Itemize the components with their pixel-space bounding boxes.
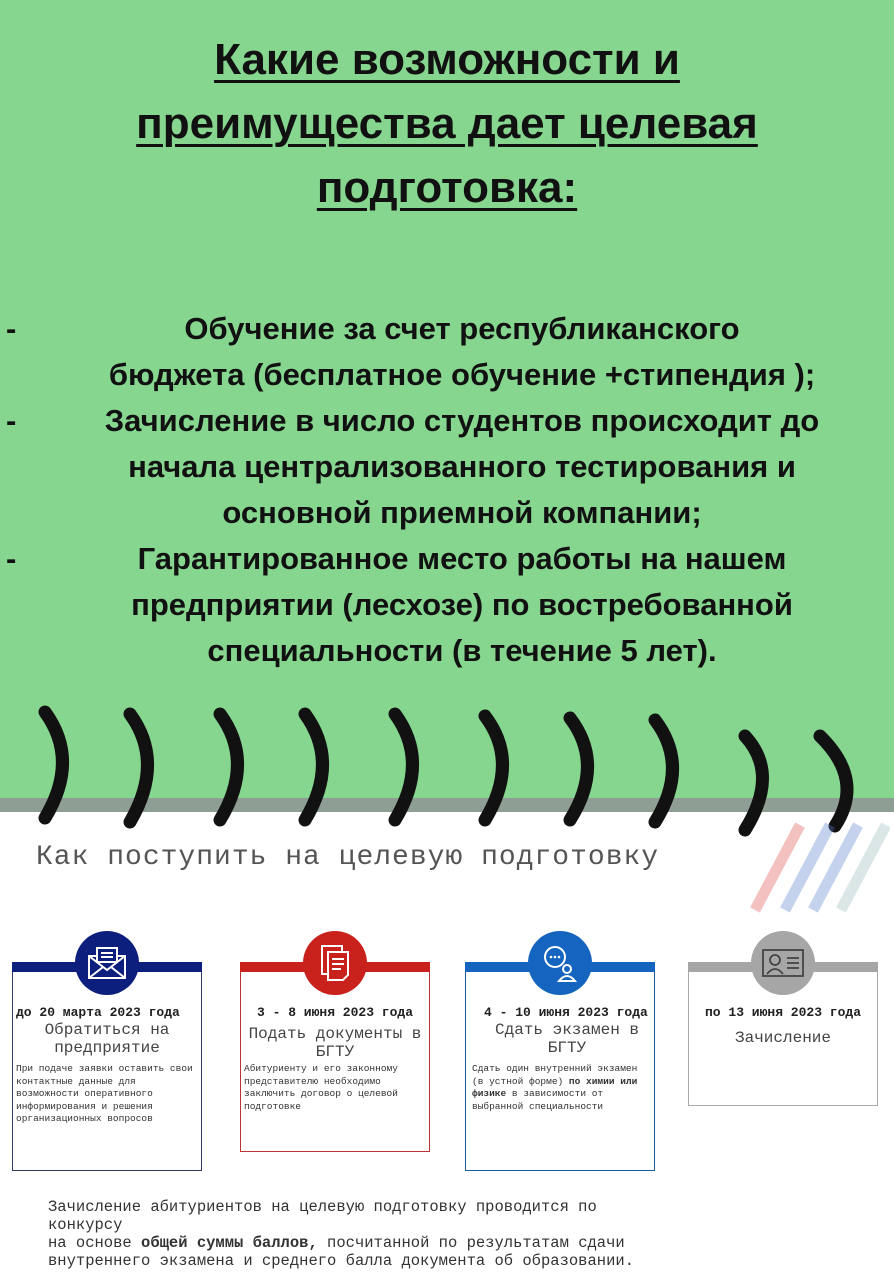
step-card-2: 3 - 8 июня 2023 года Подать документы в …	[240, 931, 430, 1152]
card-step: Обратиться на предприятие	[44, 1021, 170, 1057]
card-date: 4 - 10 июня 2023 года	[484, 1005, 648, 1020]
footer-line: на основе общей суммы баллов, посчитанно…	[48, 1234, 634, 1252]
id-card-icon	[751, 931, 815, 995]
footer-note: Зачисление абитуриентов на целевую подго…	[48, 1198, 634, 1270]
benefits-list: - Обучение за счет республиканского бюджет…	[0, 306, 894, 674]
step-card-3: 4 - 10 июня 2023 года Сдать экзамен в БГ…	[465, 931, 655, 1171]
line: основной приемной компании;	[222, 495, 702, 530]
title-line: преимущества дает целевая	[136, 99, 758, 148]
dash: -	[6, 403, 17, 438]
benefit-item: - Гарантированное место работы на нашем пр…	[0, 536, 894, 674]
card-step: Подать документы в БГТУ	[248, 1025, 422, 1061]
card-date: до 20 марта 2023 года	[16, 1005, 180, 1020]
step-card-1: до 20 марта 2023 года Обратиться на пред…	[12, 931, 202, 1171]
desc-text: Сдать один внутренний экзамен (в устной …	[472, 1063, 638, 1087]
step-card-4: по 13 июня 2023 года Зачисление	[688, 931, 878, 1106]
dash: -	[6, 541, 17, 576]
card-desc: Сдать один внутренний экзамен (в устной …	[472, 1063, 650, 1113]
card-date: по 13 июня 2023 года	[704, 1005, 862, 1020]
footer-line: внутреннего экзамена и среднего балла до…	[48, 1252, 634, 1270]
documents-icon	[303, 931, 367, 995]
line: специальности (в течение 5 лет).	[207, 633, 717, 668]
footer-line: Зачисление абитуриентов на целевую подго…	[48, 1198, 597, 1216]
desc-text: в зависимости от выбранной специальности	[472, 1088, 604, 1112]
text: на основе	[48, 1234, 142, 1252]
title-line: подготовка:	[316, 163, 578, 212]
card-date: 3 - 8 июня 2023 года	[256, 1005, 414, 1020]
card-step: Зачисление	[734, 1029, 831, 1047]
logo-stripes	[750, 822, 890, 913]
page-title: Какие возможности и преимущества дает це…	[0, 28, 894, 220]
card-desc: Абитуриенту и его законному представител…	[244, 1063, 398, 1112]
bold-text: общей суммы баллов,	[141, 1234, 318, 1252]
footer-line: конкурсу	[48, 1216, 123, 1234]
envelope-icon	[75, 931, 139, 995]
card-desc: При подаче заявки оставить свои контактн…	[16, 1063, 193, 1124]
text: посчитанной по результатам сдачи	[317, 1234, 625, 1252]
line: начала централизованного тестирования и	[128, 449, 796, 484]
benefit-item: - Обучение за счет республиканского бюджет…	[0, 306, 894, 398]
line: Обучение за счет республиканского	[184, 311, 740, 346]
line: бюджета (бесплатное обучение +стипендия …	[108, 357, 816, 392]
card-step: Сдать экзамен в БГТУ	[494, 1021, 640, 1057]
benefit-item: - Зачисление в число студентов происходит…	[0, 398, 894, 536]
chat-person-icon	[528, 931, 592, 995]
green-banner	[0, 0, 894, 800]
line: Гарантированное место работы на нашем	[137, 541, 787, 576]
line: предприятии (лесхозе) по востребованной	[131, 587, 793, 622]
binder-rings	[38, 705, 854, 837]
line: Зачисление в число студентов происходит …	[104, 403, 820, 438]
dash: -	[6, 311, 17, 346]
title-line: Какие возможности и	[214, 35, 680, 84]
desc-bold: по химии или физике	[472, 1075, 638, 1100]
how-to-enroll-heading: Как поступить на целевую подготовку	[36, 842, 660, 873]
